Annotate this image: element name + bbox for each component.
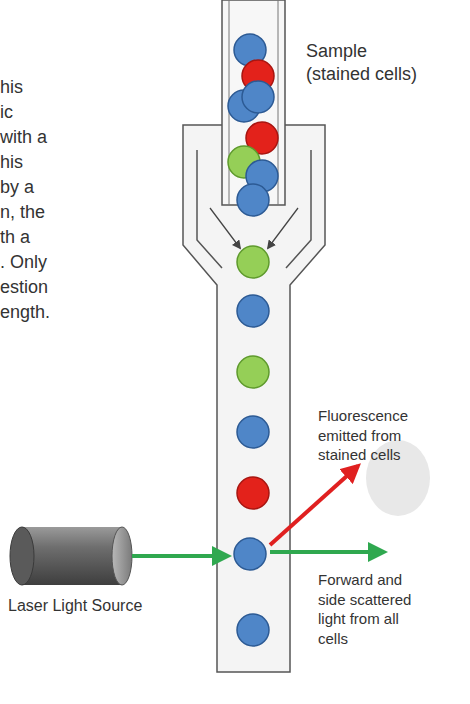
cropped-text: by a (0, 176, 34, 199)
laser-source (10, 527, 132, 585)
cropped-text: his (0, 76, 23, 99)
cropped-text: with a (0, 126, 47, 149)
fluorescence-label: Fluorescence emitted from stained cells (318, 406, 430, 465)
flow-cell (183, 125, 325, 672)
sample-tube (222, 0, 285, 205)
light-beam (132, 466, 384, 556)
cropped-text: n, the (0, 201, 45, 224)
laser-label: Laser Light Source (8, 596, 142, 617)
stained-cells (228, 34, 278, 646)
cropped-text: . Only (0, 251, 47, 274)
scatter-label: Forward and side scattered light from al… (318, 570, 418, 648)
sample-label: Sample (stained cells) (306, 40, 434, 87)
cropped-text: th a (0, 226, 30, 249)
cropped-text: his (0, 151, 23, 174)
cropped-text: ength. (0, 301, 50, 324)
cropped-text: ic (0, 101, 13, 124)
cropped-text: estion (0, 276, 48, 299)
